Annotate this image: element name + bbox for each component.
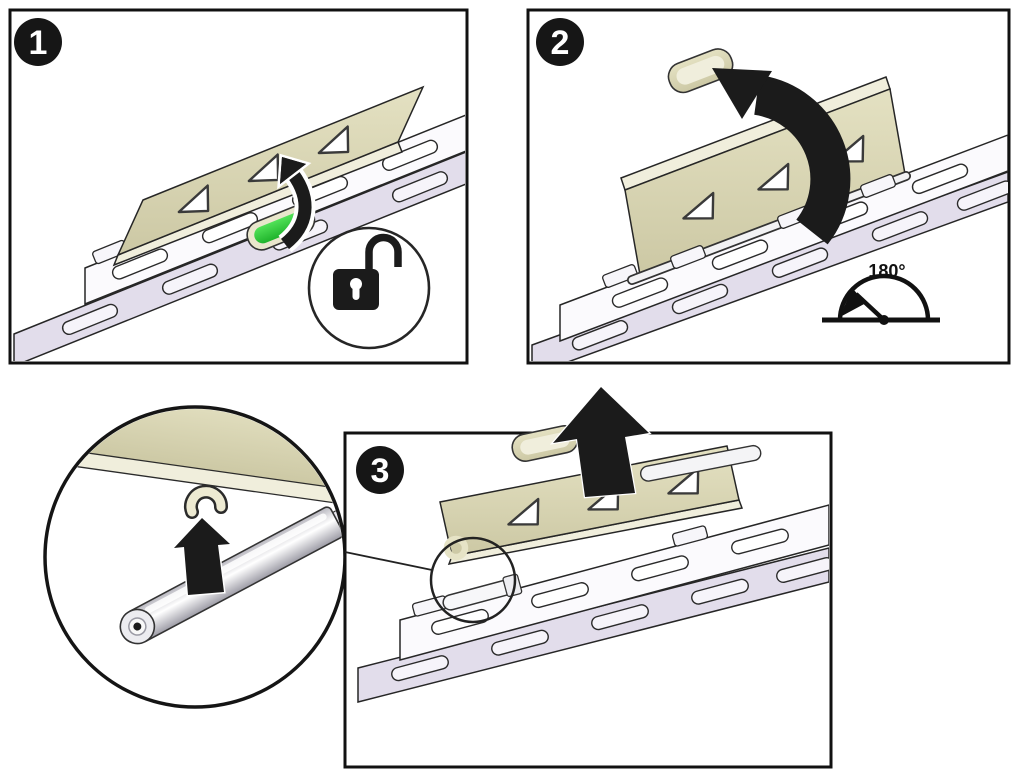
lift-up-arrow-icon	[170, 515, 234, 597]
badge-circle	[14, 18, 62, 66]
angle-needle-arrowhead	[840, 288, 866, 317]
cma-flange-removed	[439, 444, 762, 565]
badge-number: 3	[371, 452, 390, 490]
step-1-badge: 1	[14, 18, 62, 66]
tab-roll-highlight	[676, 55, 725, 85]
curved-lift-arrow-icon	[277, 153, 316, 253]
pin-block	[502, 573, 523, 598]
arrow-head-fill	[280, 157, 306, 184]
step-2-badge: 2	[536, 18, 584, 66]
flange-edge-magnified	[47, 409, 343, 507]
detail-magnifier-view	[43, 405, 347, 709]
panel-1-content	[13, 85, 465, 361]
flange-hinge-rod	[639, 444, 762, 482]
angle-label: 180°	[868, 261, 905, 281]
angle-180-icon: 180°	[822, 261, 940, 325]
rotate-arrow-band	[753, 75, 851, 245]
slide-rail-3	[357, 504, 829, 703]
rail-outer-band	[13, 151, 465, 361]
leader-line	[344, 551, 433, 571]
badge-number: 2	[551, 24, 570, 62]
angle-pivot-dot	[879, 315, 889, 325]
pin-end-dot	[133, 622, 142, 631]
keyhole	[350, 278, 362, 290]
step-3-badge: 3	[356, 446, 404, 494]
panel-2-content: 180°	[531, 48, 1008, 361]
keyhole-stem	[352, 286, 360, 300]
detail-circle-content	[47, 409, 343, 645]
padlock-shackle-open	[365, 233, 402, 270]
badge-circle	[536, 18, 584, 66]
arrow-shaft	[280, 170, 312, 250]
badge-number: 1	[29, 24, 48, 62]
flange-hinge-curl	[184, 484, 228, 519]
angle-arc	[837, 273, 931, 321]
flipped-tab-roll	[667, 48, 734, 94]
curl-body	[186, 487, 226, 517]
lift-up-arrow-icon-3	[549, 385, 652, 499]
flange-edge-strip	[47, 444, 343, 507]
rotate-up-arrow-icon	[712, 68, 851, 245]
hinge-rod	[627, 171, 911, 285]
rotate-arrow-head	[712, 68, 772, 119]
badge-circle	[356, 446, 404, 494]
panel-3-content	[357, 444, 829, 703]
hinge-pin	[442, 573, 523, 611]
rod-body	[639, 444, 762, 482]
unlock-icon	[307, 226, 431, 350]
zoom-callout-circle	[429, 536, 517, 624]
